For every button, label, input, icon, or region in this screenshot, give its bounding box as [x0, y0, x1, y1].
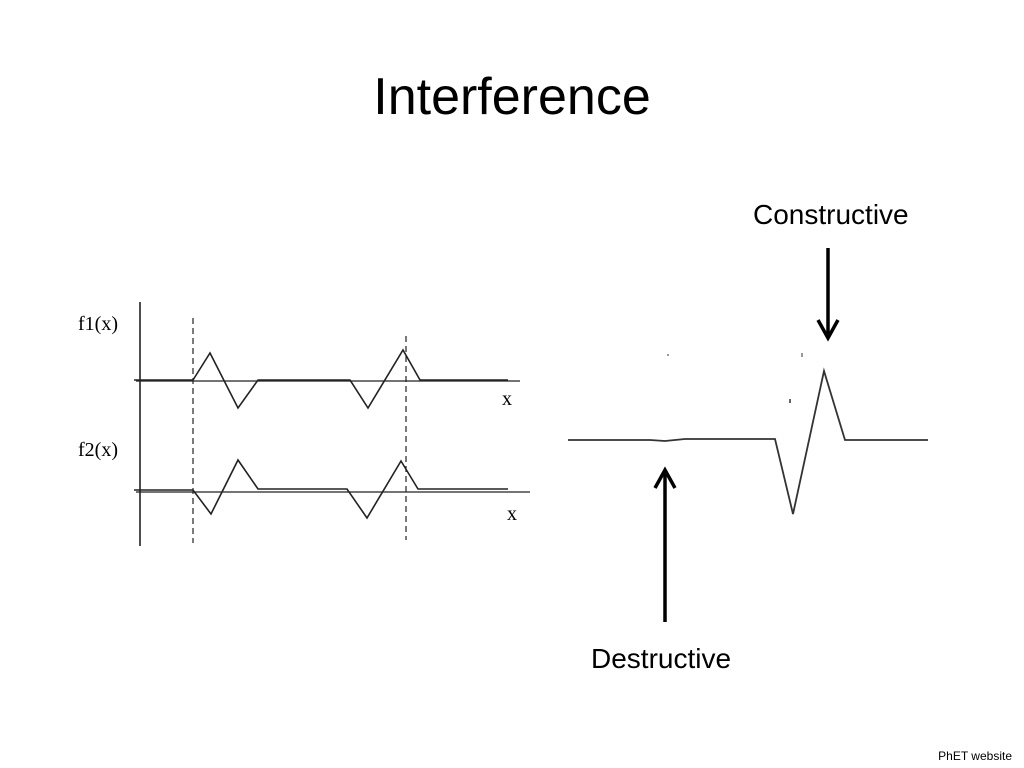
left-figure	[134, 302, 530, 546]
f2-waveform	[134, 458, 508, 520]
source-credit: PhET website	[938, 749, 1012, 763]
right-figure	[568, 353, 928, 515]
bottom-graph-ylabel: f2(x)	[78, 439, 118, 461]
superposition-waveform	[568, 367, 928, 515]
top-graph-ylabel: f1(x)	[78, 313, 118, 335]
destructive-arrow	[653, 466, 677, 622]
f1-waveform	[134, 348, 508, 410]
constructive-label: Constructive	[753, 199, 909, 230]
constructive-arrow	[816, 248, 840, 342]
bottom-graph-xlabel: x	[507, 503, 517, 525]
slide-title: Interference	[373, 68, 651, 126]
top-graph-xlabel: x	[502, 388, 512, 410]
destructive-label: Destructive	[591, 643, 732, 674]
